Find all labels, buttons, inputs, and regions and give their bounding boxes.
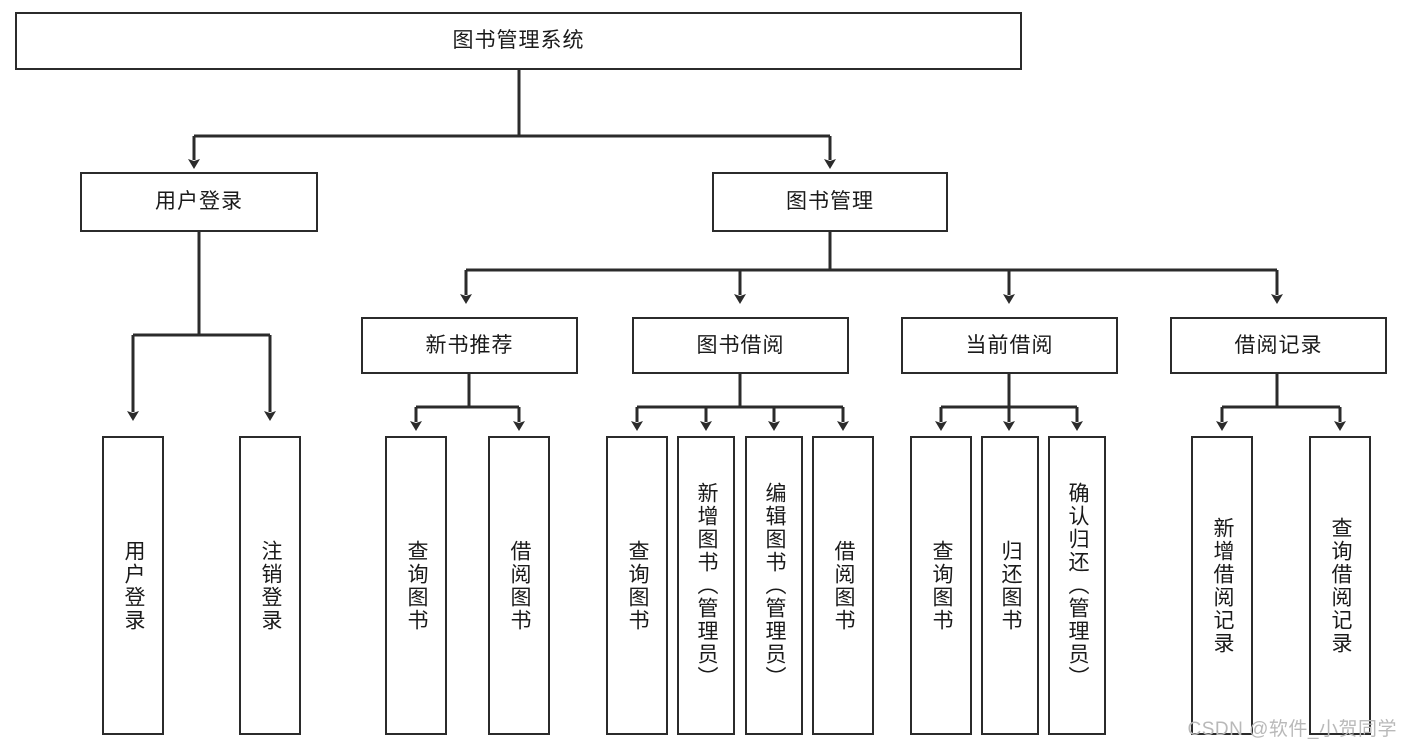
- node-label: 借阅记录: [1234, 333, 1323, 357]
- node-leaf-user-login[interactable]: 用户登录: [102, 436, 164, 735]
- node-label: 查询图书: [930, 539, 954, 632]
- node-new-book-recommend[interactable]: 新书推荐: [361, 317, 578, 374]
- node-root-system[interactable]: 图书管理系统: [15, 12, 1022, 70]
- node-label: 图书管理系统: [452, 29, 585, 53]
- node-current-borrow[interactable]: 当前借阅: [901, 317, 1118, 374]
- node-label: 注销登录: [259, 539, 283, 632]
- node-label: 用户登录: [122, 539, 146, 632]
- node-leaf-add-borrow-record[interactable]: 新增借阅记录: [1191, 436, 1253, 735]
- new-book-connectors: [410, 374, 525, 431]
- node-label: 查询图书: [405, 539, 429, 632]
- book-borrow-connectors: [631, 374, 849, 431]
- node-borrow-record[interactable]: 借阅记录: [1170, 317, 1387, 374]
- root-connectors: [188, 70, 836, 169]
- node-leaf-return-book[interactable]: 归还图书: [981, 436, 1039, 735]
- node-label: 确认归还（管理员）: [1066, 482, 1090, 689]
- current-borrow-connectors: [935, 374, 1083, 431]
- node-label: 新书推荐: [425, 333, 514, 357]
- user-login-connectors: [127, 232, 276, 421]
- book-manage-connectors: [460, 232, 1283, 304]
- node-label: 归还图书: [999, 539, 1023, 632]
- node-label: 新增借阅记录: [1211, 516, 1235, 655]
- node-label: 查询图书: [626, 539, 650, 632]
- node-leaf-add-book-admin[interactable]: 新增图书（管理员）: [677, 436, 735, 735]
- node-label: 图书借阅: [696, 333, 785, 357]
- node-label: 借阅图书: [832, 539, 856, 632]
- node-book-management[interactable]: 图书管理: [712, 172, 948, 232]
- node-leaf-borrow-book-2[interactable]: 借阅图书: [812, 436, 874, 735]
- node-leaf-query-book-1[interactable]: 查询图书: [385, 436, 447, 735]
- borrow-record-connectors: [1216, 374, 1346, 431]
- node-label: 当前借阅: [965, 333, 1054, 357]
- node-label: 编辑图书（管理员）: [763, 482, 787, 689]
- node-leaf-query-book-2[interactable]: 查询图书: [606, 436, 668, 735]
- node-book-borrow[interactable]: 图书借阅: [632, 317, 849, 374]
- node-label: 图书管理: [786, 190, 874, 214]
- node-label: 用户登录: [155, 190, 243, 214]
- node-user-login[interactable]: 用户登录: [80, 172, 318, 232]
- node-leaf-confirm-return-admin[interactable]: 确认归还（管理员）: [1048, 436, 1106, 735]
- node-leaf-query-book-3[interactable]: 查询图书: [910, 436, 972, 735]
- node-leaf-logout[interactable]: 注销登录: [239, 436, 301, 735]
- node-label: 借阅图书: [508, 539, 532, 632]
- node-label: 查询借阅记录: [1329, 516, 1353, 655]
- node-leaf-query-borrow-record[interactable]: 查询借阅记录: [1309, 436, 1371, 735]
- node-leaf-borrow-book-1[interactable]: 借阅图书: [488, 436, 550, 735]
- node-label: 新增图书（管理员）: [695, 482, 719, 689]
- node-leaf-edit-book-admin[interactable]: 编辑图书（管理员）: [745, 436, 803, 735]
